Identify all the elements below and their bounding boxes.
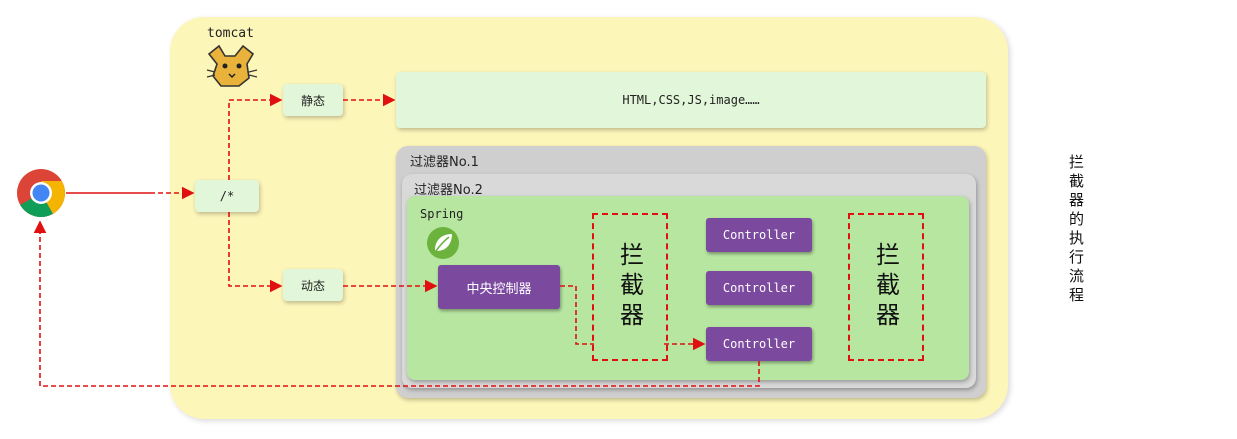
spring-leaf-icon xyxy=(427,227,459,259)
arrow-to-static xyxy=(228,93,283,180)
controller-box-3: Controller xyxy=(706,327,812,361)
side-title: 拦截器的执行流程 xyxy=(1066,130,1096,330)
spring-label: Spring xyxy=(420,207,464,221)
chrome-browser-icon xyxy=(17,169,66,218)
dispatcher-label: 中央控制器 xyxy=(466,281,532,297)
static-resources-label: HTML,CSS,JS,image…… xyxy=(622,93,760,107)
controller-label: Controller xyxy=(722,281,796,295)
dispatcher-box: 中央控制器 xyxy=(438,265,560,309)
controller-box-2: Controller xyxy=(706,271,812,305)
side-title-text: 拦截器的执行流程 xyxy=(1067,154,1085,306)
filter-2-label: 过滤器No.2 xyxy=(414,183,483,198)
route-static-label: 静态 xyxy=(300,93,325,108)
arrow-controller-return xyxy=(33,220,760,387)
route-dynamic-label: 动态 xyxy=(300,278,325,293)
controller-label: Controller xyxy=(722,228,796,242)
route-all-box: /* xyxy=(195,180,259,212)
tomcat-label: tomcat xyxy=(207,26,254,41)
tomcat-cat-icon xyxy=(206,44,258,87)
interceptor-label: 拦截器 xyxy=(615,242,644,332)
controller-label: Controller xyxy=(722,337,796,351)
route-dynamic-box: 动态 xyxy=(283,269,343,301)
arrow-dispatcher-to-interceptor xyxy=(560,285,594,345)
arrow-to-dynamic xyxy=(228,212,283,293)
static-resources-box: HTML,CSS,JS,image…… xyxy=(396,72,986,128)
filter-1-label: 过滤器No.1 xyxy=(410,155,479,170)
interceptor-box-before: 拦截器 xyxy=(592,213,668,361)
route-static-box: 静态 xyxy=(283,84,343,116)
interceptor-label: 拦截器 xyxy=(871,242,900,332)
controller-box-1: Controller xyxy=(706,218,812,252)
interceptor-box-after: 拦截器 xyxy=(848,213,924,361)
route-all-label: /* xyxy=(219,189,235,203)
